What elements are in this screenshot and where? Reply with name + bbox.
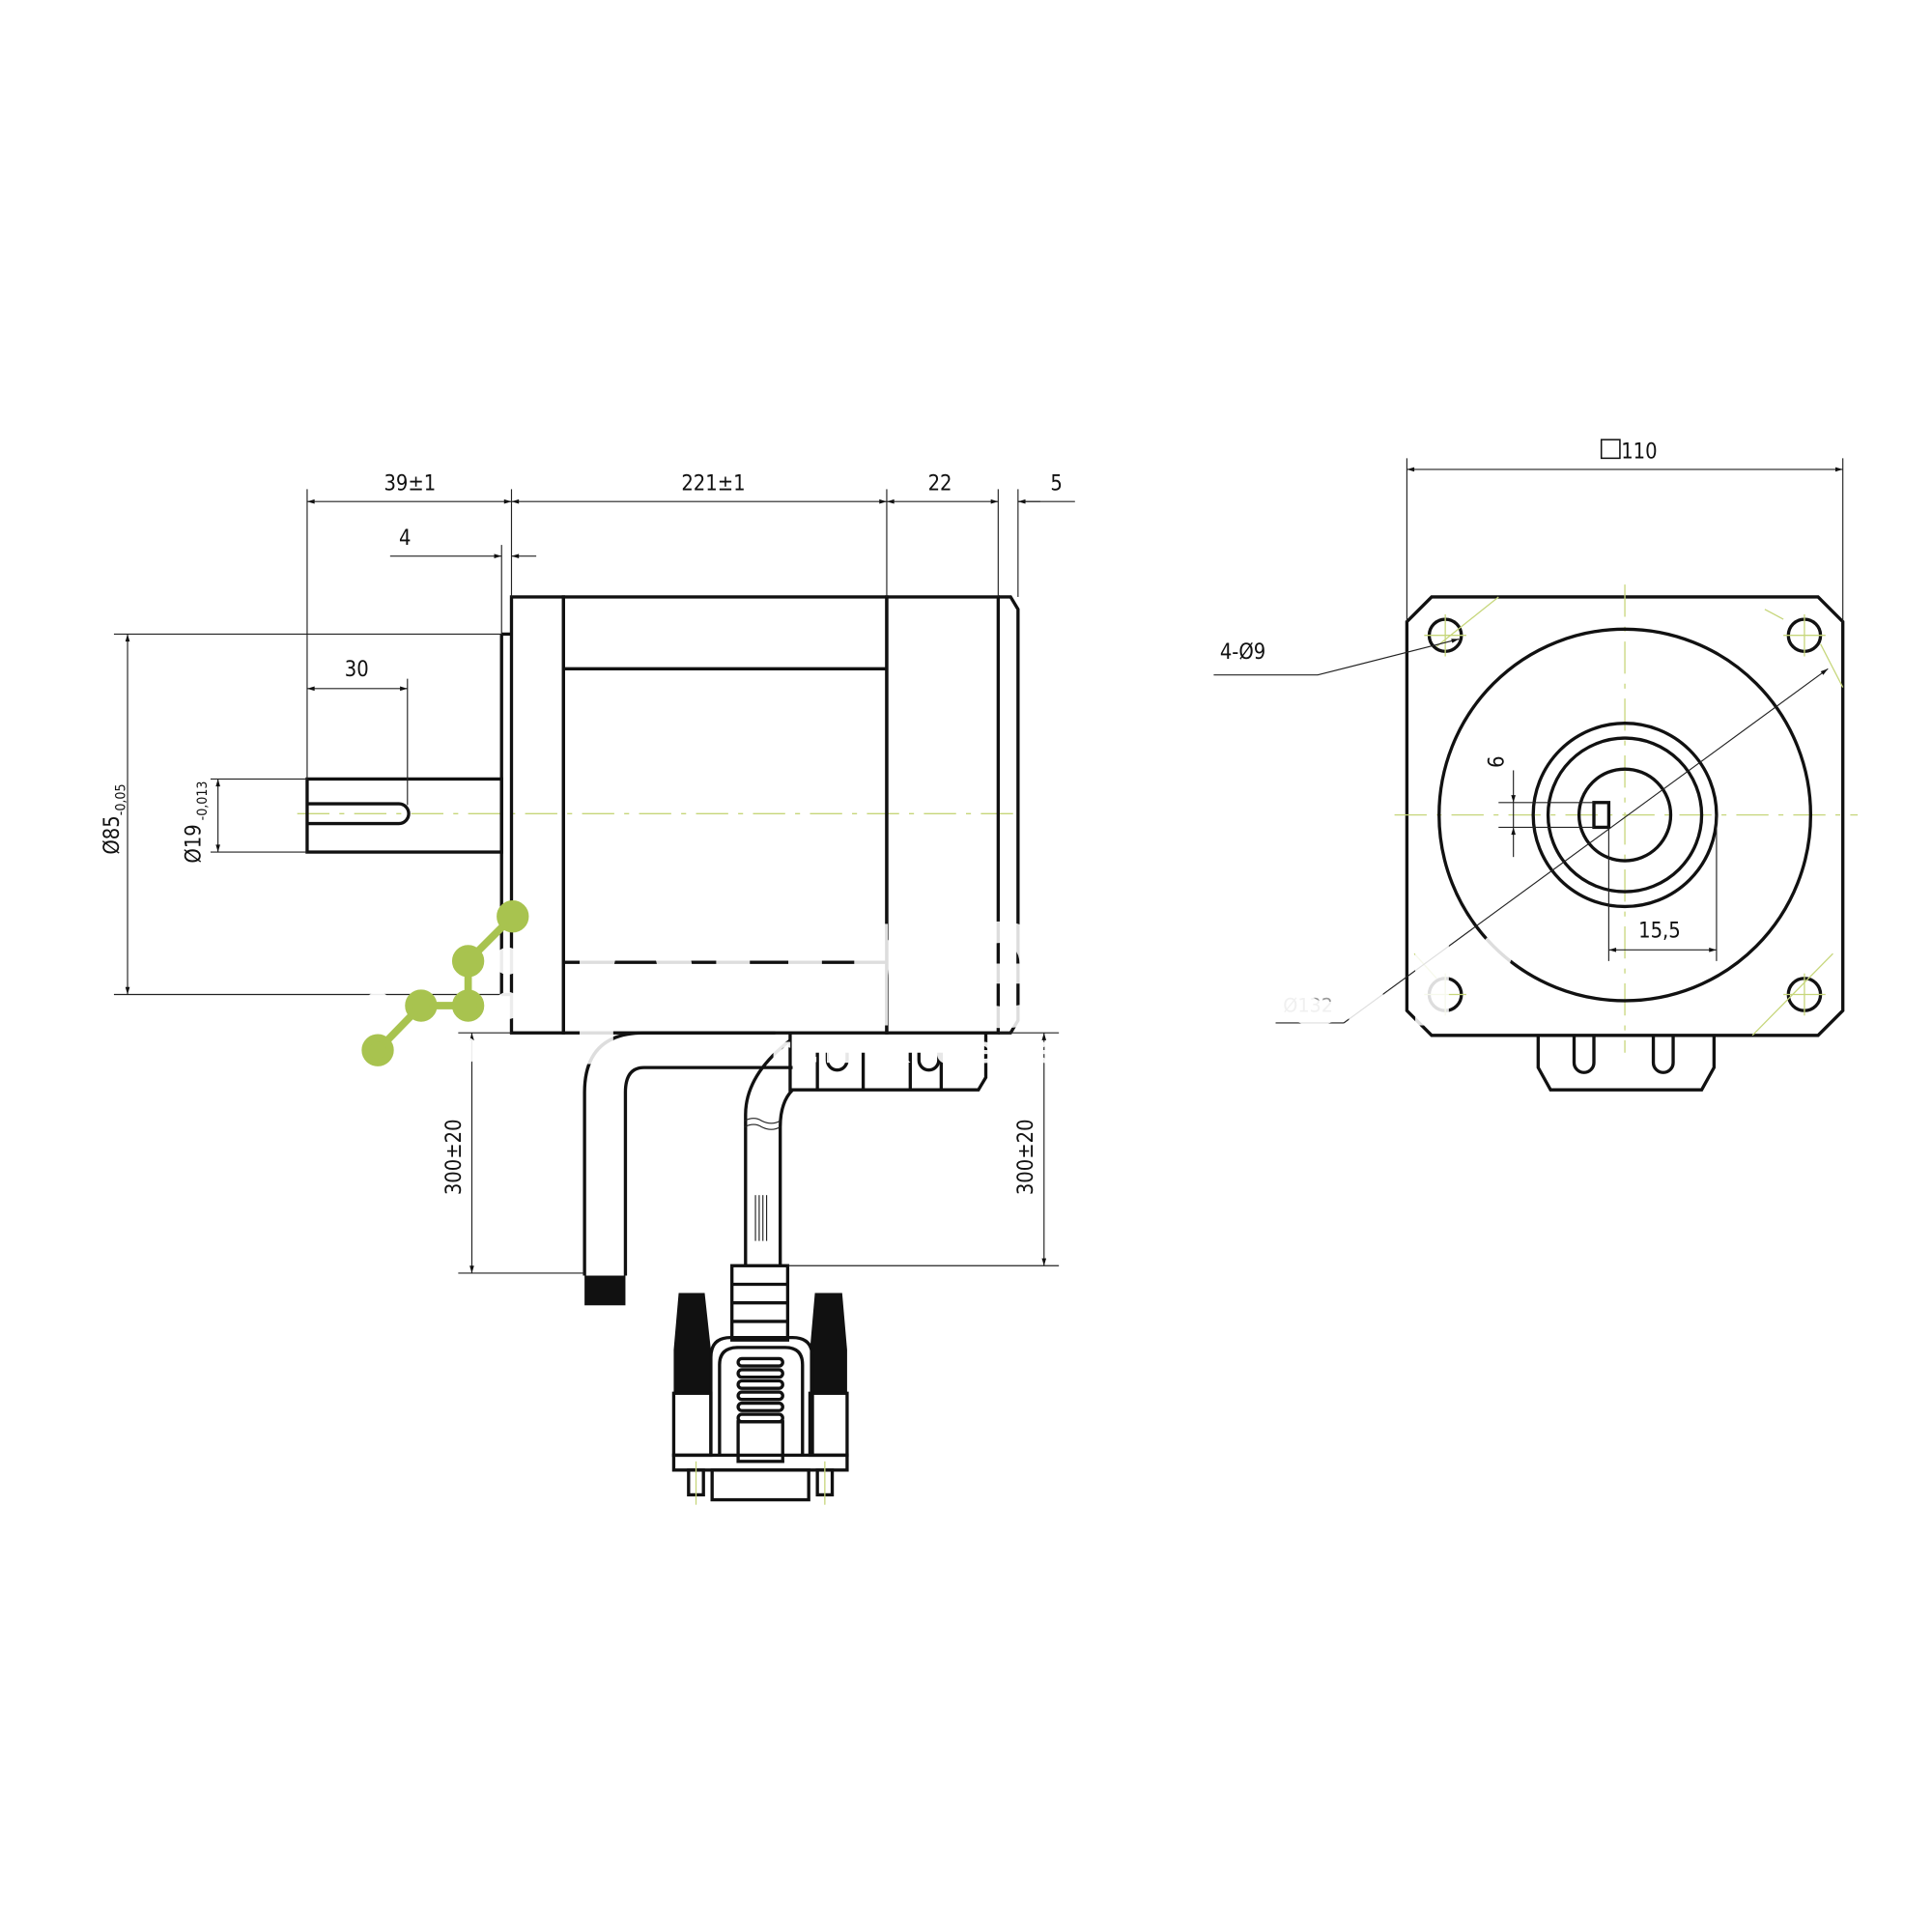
- watermark-brand: purelogic: [563, 855, 1578, 1070]
- dim-encoder-lead-length: 300±20: [1014, 1119, 1038, 1195]
- logo-dots-icon: [363, 902, 522, 1065]
- dim-bolt-circle: Ø132: [1283, 994, 1333, 1016]
- logo-graph-icon: [361, 900, 529, 1066]
- shaft-keyway: [306, 802, 411, 826]
- motor-lead: [582, 1031, 776, 1276]
- front-dimensions: 110 4-Ø9 Ø132 6 15,5: [1213, 439, 1844, 1024]
- square-symbol-icon: [1600, 439, 1621, 460]
- dim-key-height: 15,5: [1638, 920, 1681, 944]
- purelogic-watermark: purelogic research & development: [361, 855, 1579, 1072]
- front-view: 110 4-Ø9 Ø132 6 15,5: [1213, 439, 1859, 1092]
- dim-rear-cap: 5: [1050, 472, 1062, 497]
- dim-body-length: 221±1: [681, 472, 745, 497]
- dim-motor-lead-length: 300±20: [442, 1119, 467, 1195]
- dim-shaft-length: 39±1: [384, 472, 436, 497]
- watermark-tagline: research & development: [619, 1029, 1288, 1072]
- dim-shaft-diameter: Ø19-0,013: [183, 781, 211, 864]
- rear-flange: [885, 595, 1000, 1035]
- flange-square: [1405, 595, 1845, 1037]
- dim-encoder-length: 22: [928, 472, 952, 497]
- key: [1592, 801, 1611, 830]
- shaft: [305, 777, 503, 854]
- mount-holes: [1413, 596, 1844, 1037]
- dim-mount-holes: 4-Ø9: [1220, 640, 1265, 665]
- shaft-circle: [1577, 767, 1673, 863]
- dsub-connector: [671, 1264, 849, 1505]
- body-circle: [1437, 627, 1813, 1003]
- cable-gland: [788, 1033, 988, 1092]
- connector-bracket: [1536, 1035, 1717, 1092]
- pilot-inner-circle: [1546, 736, 1704, 894]
- dim-pilot-diameter: Ø85-0,05: [100, 783, 128, 854]
- side-dimensions: 39±1 221±1 22 5 4 30 Ø85-0,05: [100, 472, 1075, 1274]
- side-view: 39±1 221±1 22 5 4 30 Ø85-0,05: [100, 472, 1075, 1505]
- dim-flange-step: 4: [399, 526, 411, 551]
- dim-key-width: 6: [1485, 755, 1509, 767]
- dim-key-length: 30: [345, 658, 369, 682]
- encoder-lead: [744, 1038, 791, 1266]
- dim-flange-square: 110: [1621, 440, 1657, 464]
- motor-lead-end: [584, 1275, 626, 1306]
